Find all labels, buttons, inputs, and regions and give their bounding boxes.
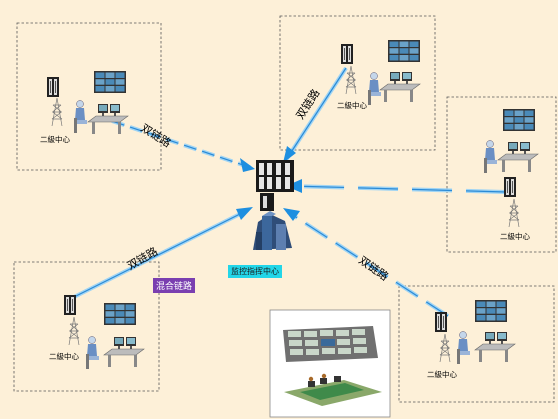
workstation-icon [87, 103, 129, 135]
server-rack-icon [434, 311, 448, 333]
region-box-top-left [16, 22, 162, 171]
dual-link-label-top-right: 双链路 [293, 86, 323, 121]
node-label: 二級中心 [337, 100, 367, 110]
region-box-bottom-left [13, 261, 160, 392]
central-hub [253, 160, 294, 250]
link-top-right [283, 66, 348, 163]
video-wall-icon [104, 303, 136, 325]
workstation-icon [474, 331, 516, 363]
node-bottom-right: 二級中心 [427, 300, 516, 379]
antenna-tower-icon [51, 97, 63, 127]
central-server-rack-icon [256, 160, 294, 211]
server-rack-icon [340, 43, 354, 65]
region-box-top-right [279, 15, 436, 151]
operator-icon [456, 331, 471, 365]
node-label: 二級中心 [40, 134, 70, 144]
workstation-icon [497, 141, 539, 173]
central-hub-label: 监控指挥中心 [228, 265, 282, 278]
node-label: 二級中心 [427, 369, 457, 379]
operator-icon [483, 140, 498, 174]
video-wall-icon [388, 40, 420, 62]
link-bottom-left [71, 207, 253, 300]
dual-link-label-top-left: 双链路 [138, 121, 173, 150]
server-rack-icon [63, 294, 77, 316]
link-bottom-right [283, 208, 450, 318]
link-right [286, 179, 507, 194]
node-bottom-left: 二級中心 [49, 294, 145, 370]
workstation-icon [103, 336, 145, 368]
video-wall-icon [475, 300, 507, 322]
antenna-tower-icon [68, 316, 80, 346]
server-rack-icon [46, 76, 60, 98]
server-rack-icon [503, 176, 517, 198]
command-room-illustration [269, 309, 391, 418]
antenna-tower-icon [508, 198, 520, 228]
mixed-link-label: 混合链路 [153, 278, 196, 293]
node-label: 二級中心 [500, 231, 530, 241]
node-top-right: 二級中心 [337, 40, 421, 110]
link-top-left [111, 119, 255, 172]
operator-icon [367, 72, 382, 106]
command-building-icon [253, 211, 292, 250]
operator-icon [73, 100, 88, 134]
video-wall-icon [503, 109, 535, 131]
node-label: 二級中心 [49, 351, 79, 361]
antenna-tower-icon [439, 333, 451, 363]
region-box-right [446, 96, 557, 253]
node-right: 二級中心 [483, 109, 539, 241]
dual-link-label-bottom-right: 双链路 [356, 253, 391, 283]
dual-link-label-bottom-left: 双链路 [125, 244, 161, 273]
operator-icon [85, 336, 100, 370]
region-box-bottom-right [398, 285, 555, 403]
workstation-icon [379, 71, 421, 103]
antenna-tower-icon [345, 65, 357, 95]
video-wall-icon [94, 71, 126, 93]
node-top-left: 二級中心 [40, 71, 129, 144]
